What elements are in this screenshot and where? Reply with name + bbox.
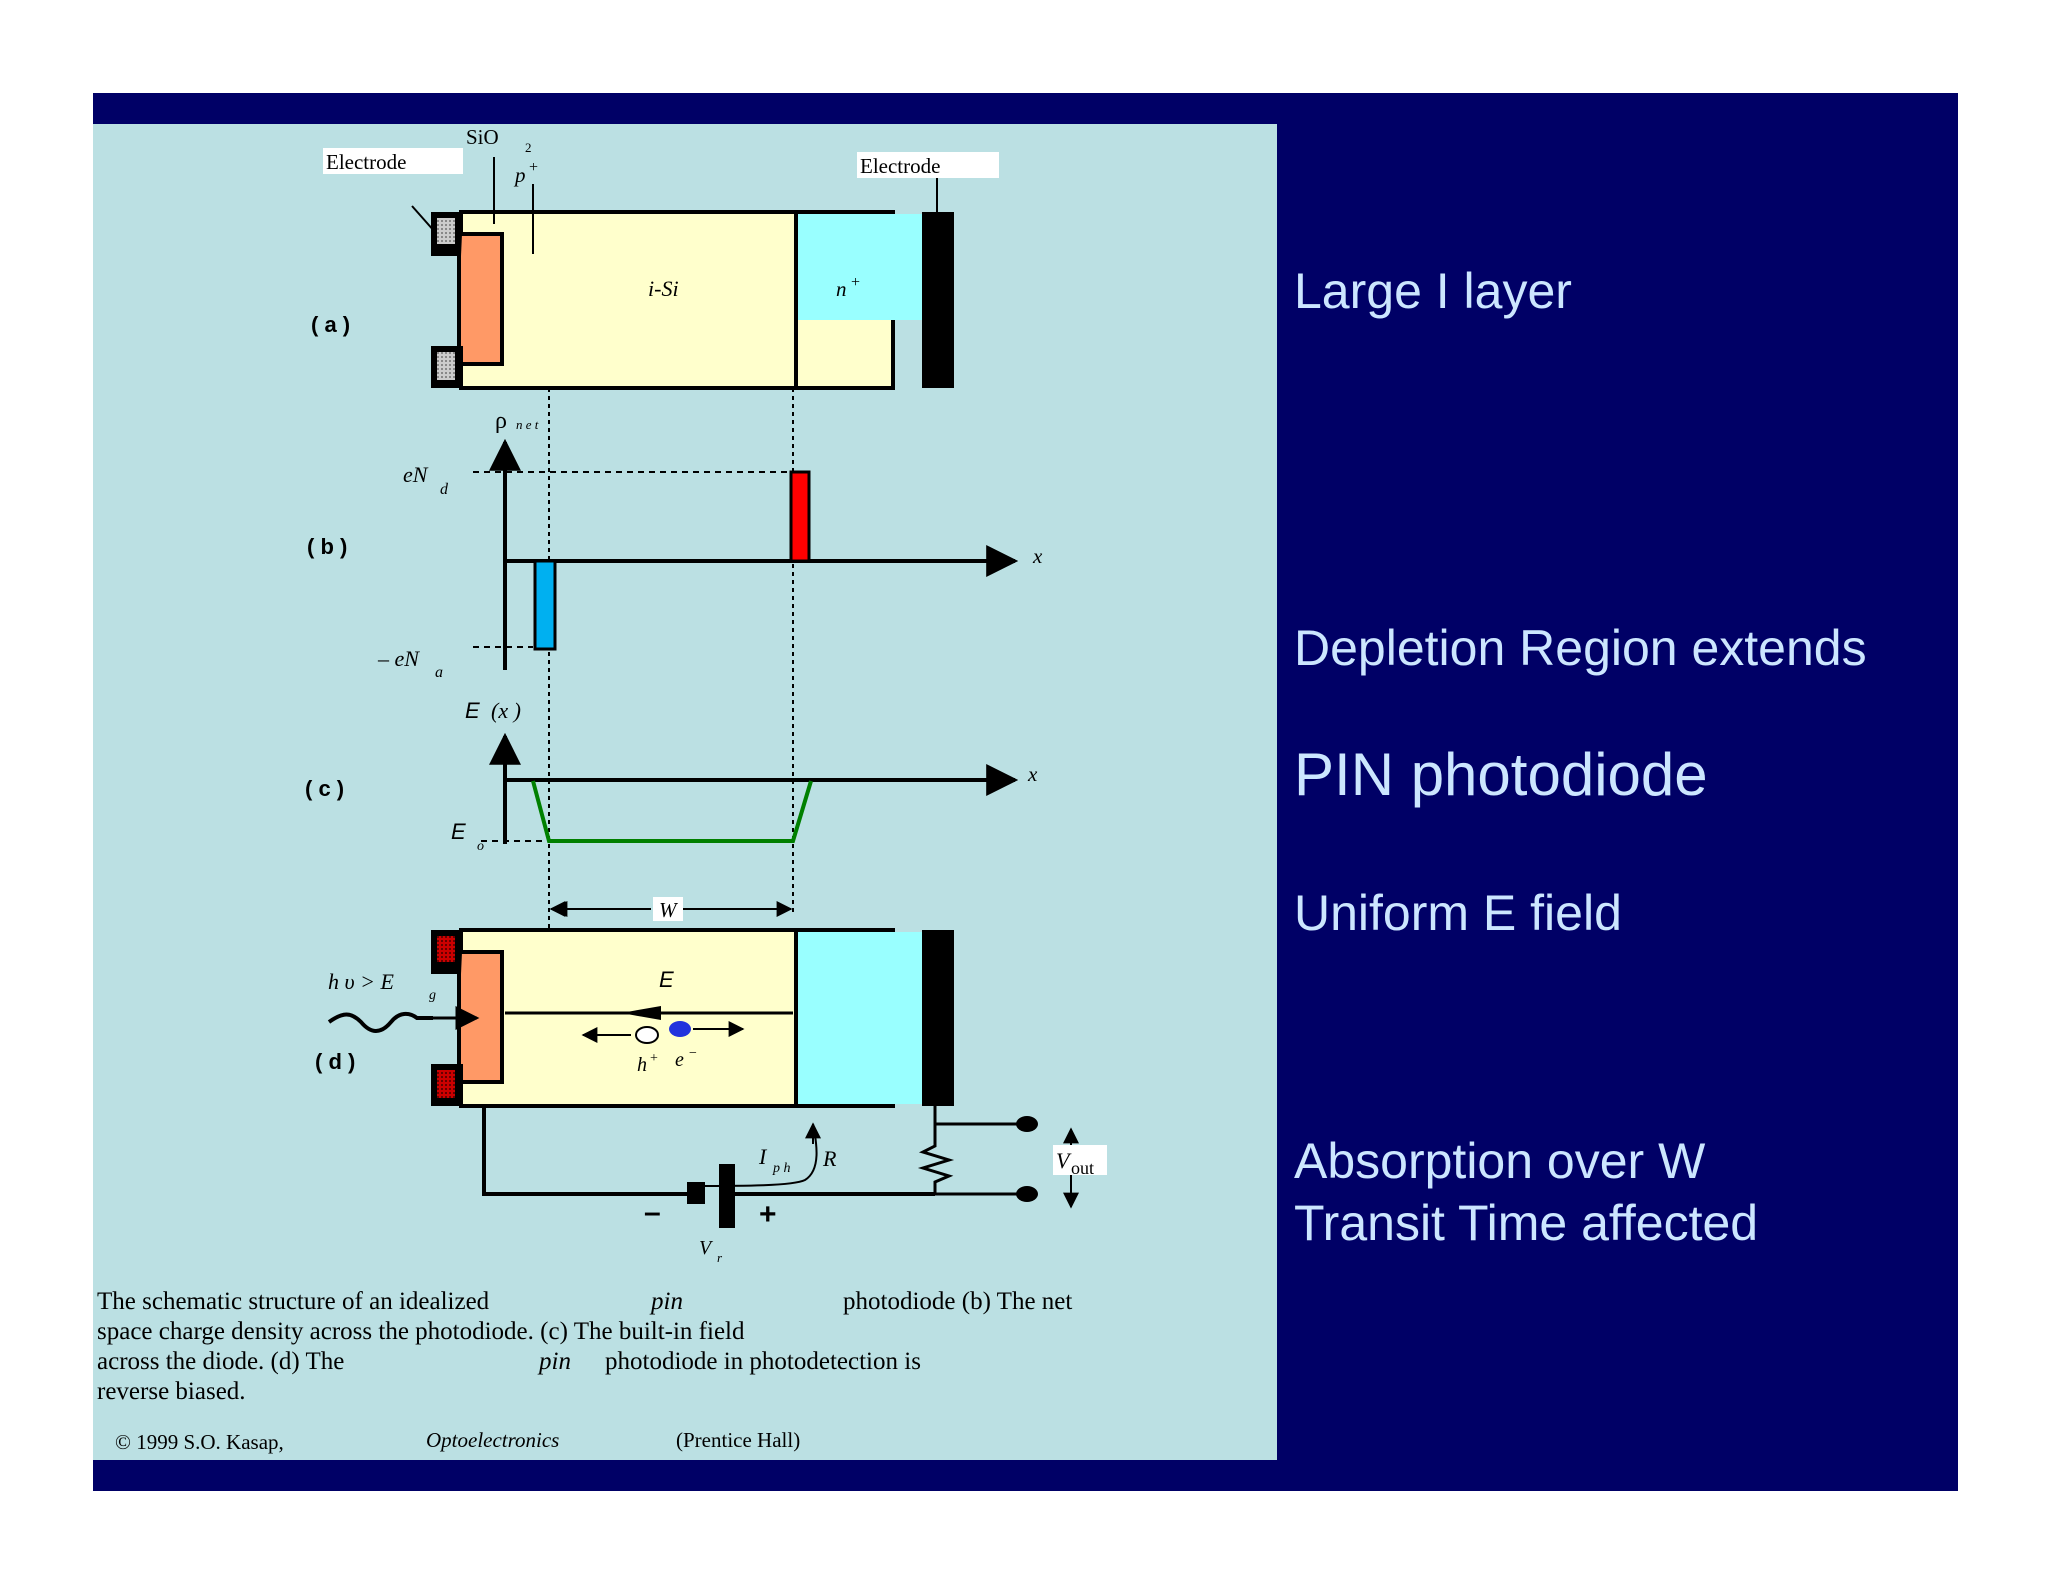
e-minus-sup: − (689, 1046, 697, 1061)
eNd-label: eN (403, 462, 429, 487)
caption-text-3a: across the diode. (d) The (97, 1348, 345, 1375)
wire-left (482, 1106, 687, 1196)
caption-text-1a: The schematic structure of an idealized (97, 1288, 490, 1315)
electrode-right-label-bg (857, 152, 999, 178)
Vout-subscript: out (1071, 1158, 1094, 1178)
photocurrent-path (692, 1123, 818, 1187)
bullet-absorption: Absorption over W (1294, 1133, 1706, 1189)
right-electrode (922, 212, 954, 388)
n-plus-region-d (796, 932, 922, 1104)
minus-terminal: – (644, 1196, 661, 1229)
electrode-right-label: Electrode (860, 154, 940, 178)
output-terminal-bottom (1016, 1186, 1038, 1202)
Iph-subscript: p h (772, 1161, 791, 1176)
electrode-left-label-bg (323, 148, 463, 174)
e-minus-label: e (675, 1049, 684, 1071)
caption-container: The schematic structure of an idealized … (93, 124, 1277, 1460)
Vr-subscript: r (717, 1250, 723, 1265)
p-plus-label: p (513, 163, 526, 187)
plus-terminal: + (759, 1198, 777, 1231)
E-field-label: E (659, 967, 674, 992)
eNa-label: – eN (377, 646, 420, 671)
oxide-bottom-d (437, 1070, 455, 1098)
device-structure-a: Electrode Electrode SiO 2 p + i-Si n + (… (311, 125, 999, 390)
photodetection-d: E h + e − h υ > E g ( d ) V out R I p h … (315, 928, 1107, 1265)
Ex-paren: (x ) (491, 698, 521, 723)
output-terminal-top (1016, 1116, 1038, 1132)
copyright: © 1999 S.O. Kasap, (115, 1430, 284, 1454)
caption-pin-2: pin (539, 1348, 571, 1375)
sio2-subscript: 2 (525, 140, 532, 155)
right-electrode-d (922, 930, 954, 1106)
hole-icon (635, 1026, 659, 1044)
sio2-label: SiO (466, 125, 499, 149)
battery-negative-plate (687, 1182, 705, 1204)
caption-pin-1: pin (651, 1288, 683, 1315)
donor-charge-block (789, 470, 811, 563)
caption-line-2: space charge density across the photodio… (97, 1318, 745, 1345)
electron-icon (669, 1021, 691, 1037)
bullet-depletion: Depletion Region extends (1294, 620, 1867, 676)
electric-field-c: E (x ) x E o ( c ) (305, 698, 1038, 854)
i-si-label: i-Si (648, 276, 679, 301)
Eo-label: E (451, 819, 466, 844)
n-plus-region (796, 214, 922, 320)
oxide-top-d (437, 936, 455, 962)
battery-positive-plate (719, 1164, 735, 1228)
bullet-uniform-field: Uniform E field (1294, 885, 1622, 941)
part-d-label: ( d ) (315, 1049, 355, 1074)
field-arrow (621, 1006, 661, 1020)
bullet-transit-time: Transit Time affected (1294, 1195, 1759, 1251)
Eo-subscript: o (477, 839, 484, 854)
hv-label: h υ > E (328, 969, 394, 994)
pin-photodiode-diagram: Electrode Electrode SiO 2 p + i-Si n + (… (305, 125, 1107, 1265)
n-plus-label: n (836, 277, 847, 301)
n-plus-sup: + (851, 274, 860, 291)
caption-text-1c: photodiode (b) The net (843, 1288, 1073, 1315)
book-title: Optoelectronics (426, 1428, 560, 1452)
caption-line-1: The schematic structure of an idealized (97, 1288, 489, 1316)
caption-text-3c: photodiode in photodetection is (605, 1348, 921, 1375)
electrode-left-label: Electrode (326, 150, 406, 174)
h-plus-sup: + (650, 1051, 658, 1066)
field-profile (531, 780, 813, 843)
part-c-label: ( c ) (305, 776, 344, 801)
hv-subscript: g (429, 988, 436, 1003)
slide-title: PIN photodiode (1294, 741, 1708, 808)
Vout-label: V (1056, 1148, 1072, 1173)
bullet-large-i-layer: Large I layer (1294, 263, 1572, 319)
h-plus-label: h (637, 1054, 647, 1076)
resistor-R (917, 1106, 955, 1194)
Ex-label: E (465, 698, 480, 723)
sio2-bottom (437, 352, 455, 380)
caption-line-4: reverse biased. (97, 1378, 246, 1405)
part-b-label: ( b ) (307, 534, 347, 559)
p-plus-sup: + (529, 159, 538, 176)
W-label: W (659, 898, 679, 922)
eNa-subscript: a (435, 664, 443, 681)
charge-density-b: ρ n e t eN d – eN a x ( b ) (307, 408, 1043, 681)
acceptor-charge-block (533, 559, 557, 651)
vout-label-bg (1053, 1145, 1107, 1175)
eNd-subscript: d (440, 481, 449, 498)
x-label-c: x (1027, 762, 1038, 786)
Vr-label: V (699, 1237, 714, 1259)
part-a-label: ( a ) (311, 312, 350, 337)
photon-wave (327, 1011, 433, 1033)
p-plus-region (457, 232, 504, 366)
publisher: (Prentice Hall) (676, 1428, 801, 1452)
rho-label: ρ (495, 408, 507, 434)
Iph-label: I (758, 1144, 768, 1169)
depletion-width: W (549, 897, 793, 922)
x-label-b: x (1032, 544, 1043, 568)
sio2-top (437, 218, 455, 244)
R-label: R (822, 1146, 837, 1171)
rho-subscript: n e t (516, 417, 539, 432)
